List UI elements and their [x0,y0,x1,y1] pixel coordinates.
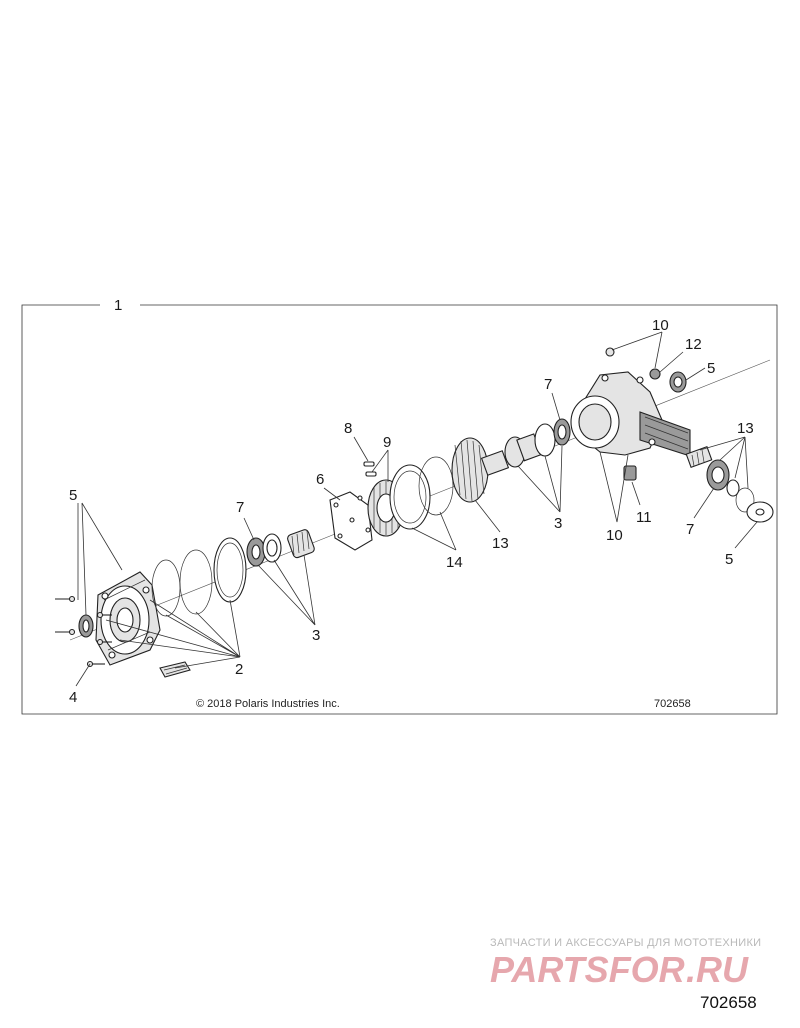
callout-4: 4 [69,689,77,706]
callout-13-right: 13 [737,420,754,437]
callout-10-bottom: 10 [606,527,623,544]
callout-5-lower-right: 5 [725,551,733,568]
callout-2: 2 [235,661,243,678]
callout-10-top: 10 [652,317,669,334]
pinion-gear [287,529,315,559]
callout-5-upper-right: 5 [707,360,715,377]
upper-seal [669,371,687,393]
callout-12: 12 [685,336,702,353]
callout-13-mid: 13 [492,535,509,552]
gasket-rings [151,537,247,617]
callout-9: 9 [383,434,391,451]
assembly-frame [21,304,778,715]
callout-11: 11 [636,509,652,526]
callout-5-left: 5 [69,487,77,504]
watermark-logo-main: PARTSFOR [490,949,685,990]
front-cover-housing [95,571,161,666]
left-seal [78,614,94,638]
callout-14: 14 [446,554,463,571]
left-bearing [246,537,266,567]
figure-number-outer: 702658 [700,993,757,1012]
leader-lines [75,331,758,687]
callout-numbers: 5 4 2 7 3 6 8 9 14 13 3 7 10 11 10 12 5 … [69,317,754,706]
cover-bolts [55,595,112,668]
clutch-plate [329,491,373,551]
main-gear [451,437,510,503]
figure-number-inner: 702658 [654,698,691,710]
callout-7-mid: 7 [544,376,552,393]
watermark-tagline: ЗАПЧАСТИ И АКСЕССУАРЫ ДЛЯ МОТОТЕХНИКИ [490,937,761,949]
callout-assembly: 1 [114,297,122,314]
main-housing [570,371,691,457]
drain-plug [623,465,637,481]
callout-6: 6 [316,471,324,488]
callout-7-left: 7 [236,499,244,516]
bracket-piece [159,661,191,678]
watermark: ЗАПЧАСТИ И АКСЕССУАРЫ ДЛЯ МОТОТЕХНИКИ PA… [490,937,761,990]
callout-7-right: 7 [686,521,694,538]
left-washers [262,533,282,563]
pin [363,461,377,477]
watermark-logo-suffix: .RU [686,949,749,990]
output-shaft [685,445,774,523]
callout-3-left: 3 [312,627,320,644]
shaft-bearings [504,418,571,468]
callout-8: 8 [344,420,352,437]
copyright-text: © 2018 Polaris Industries Inc. [196,698,340,710]
callout-3-right: 3 [554,515,562,532]
ring-gear-rings [389,456,454,530]
